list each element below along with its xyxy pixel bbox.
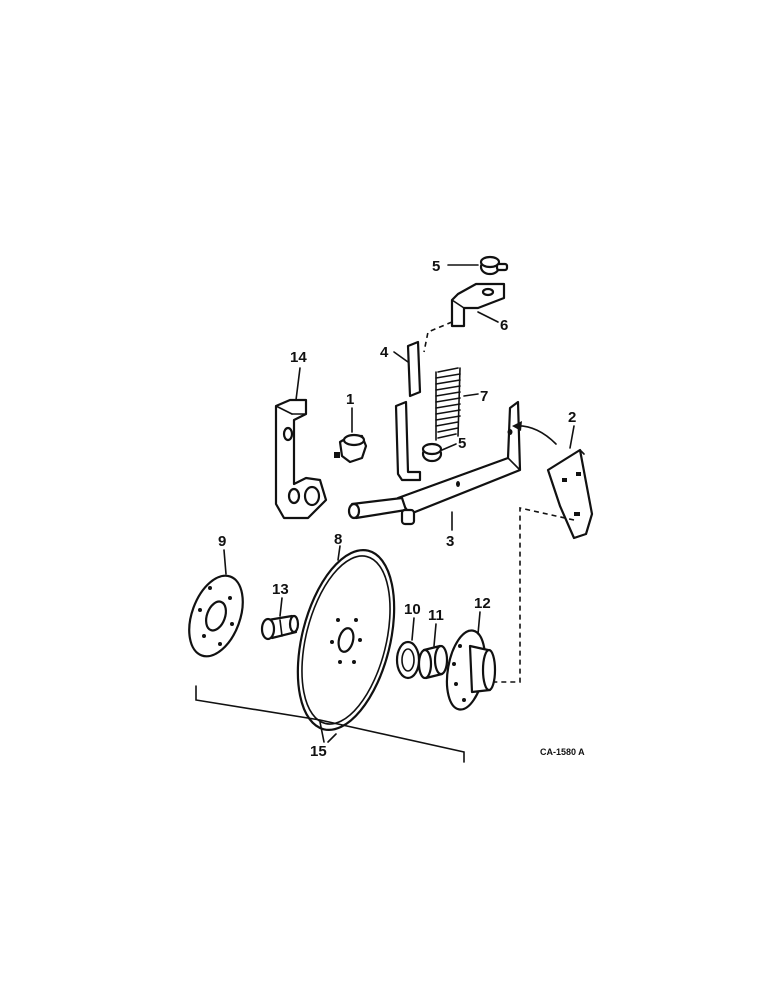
callout-5-upper: 5 — [432, 258, 440, 275]
dashed-6-to-4 — [423, 321, 453, 353]
part-1-collar — [334, 433, 368, 464]
part-2-scraper-plate — [546, 448, 594, 540]
callout-13: 13 — [272, 581, 289, 598]
callout-6: 6 — [500, 317, 508, 334]
part-10-seal-ring — [395, 640, 421, 680]
callout-2: 2 — [568, 409, 576, 426]
part-6-bracket — [450, 282, 506, 328]
callout-10: 10 — [404, 601, 421, 618]
part-13-bolt — [260, 614, 300, 641]
leader-7 — [463, 393, 479, 397]
leader-12 — [477, 611, 481, 635]
leader-5-lower — [441, 443, 457, 451]
callout-14: 14 — [290, 349, 307, 366]
leader-8 — [337, 545, 341, 561]
callout-8: 8 — [334, 531, 342, 548]
leader-9 — [223, 549, 227, 575]
part-14-bracket — [274, 398, 328, 520]
part-7-spring — [435, 367, 461, 441]
leader-14 — [295, 367, 301, 401]
part-4-rod — [394, 340, 422, 482]
part-3-arm — [347, 400, 522, 526]
callout-11: 11 — [428, 607, 444, 624]
callout-7: 7 — [480, 388, 488, 405]
part-12-hub — [445, 629, 497, 711]
callout-9: 9 — [218, 533, 226, 550]
callout-1: 1 — [346, 391, 354, 408]
part-9-hub-plate — [188, 574, 244, 658]
assembly-15-bracket — [195, 685, 465, 763]
dashed-2-to-12 — [492, 507, 575, 683]
part-5-lower-collar — [421, 442, 443, 463]
part-11-bearing — [417, 644, 449, 680]
leader-15-left — [319, 721, 325, 743]
callout-15: 15 — [310, 743, 327, 760]
callout-4: 4 — [380, 344, 389, 361]
leader-15-right — [327, 733, 337, 743]
callout-5-lower: 5 — [458, 435, 466, 452]
leader-13 — [279, 597, 283, 617]
callout-12: 12 — [474, 595, 491, 612]
part-5-upper-collar — [479, 255, 509, 276]
leader-6 — [477, 311, 499, 323]
leader-2 — [569, 425, 575, 449]
leader-10 — [411, 617, 415, 641]
callout-3: 3 — [446, 533, 454, 550]
arrow-head — [512, 421, 522, 431]
part-8-disc-blade — [296, 549, 396, 731]
leader-11 — [433, 623, 437, 647]
drawing-code: CA-1580 A — [540, 747, 585, 757]
leader-4 — [393, 351, 409, 363]
